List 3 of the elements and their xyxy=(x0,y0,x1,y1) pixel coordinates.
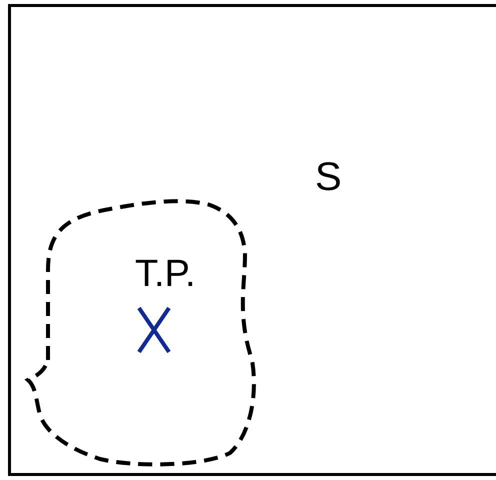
region-label: T.P. xyxy=(135,255,196,293)
set-rectangle xyxy=(8,4,496,476)
set-label: S xyxy=(315,157,342,197)
